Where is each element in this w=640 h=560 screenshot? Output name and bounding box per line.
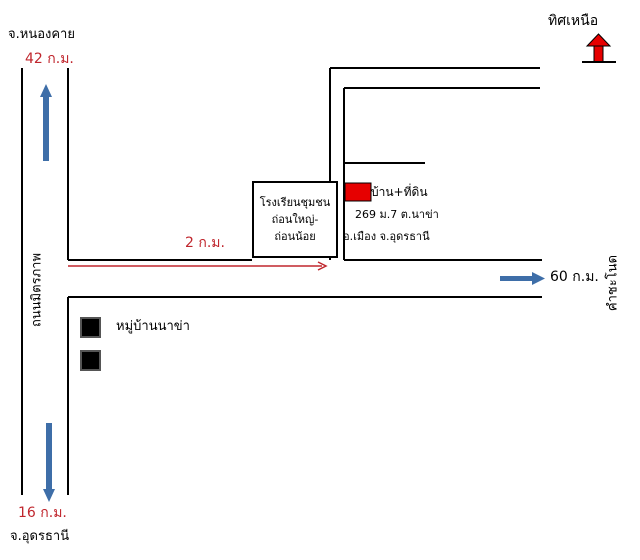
village-marker-2 (80, 350, 101, 371)
house-marker (344, 182, 372, 202)
udon-label: จ.อุดรธานี (10, 529, 70, 544)
arrow-east-shaft (500, 276, 534, 281)
house-address: 269 ม.7 ต.นาข่า (355, 208, 439, 221)
route-distance: 2 ก.ม. (185, 235, 225, 251)
school-box: โรงเรียนชุมชน ถ่อนใหญ่- ถ่อนน้อย (252, 181, 338, 258)
house-title: บ้าน+ที่ดิน (371, 185, 428, 199)
khamchanod-label: คำชะโนด (605, 254, 621, 312)
north-arrow-head (585, 33, 612, 47)
udon-distance: 16 ก.ม. (18, 505, 67, 521)
arrow-south-head (43, 489, 55, 502)
house-district: อ.เมือง จ.อุดรธานี (343, 230, 430, 243)
school-name-line2: ถ่อนใหญ่- (271, 212, 319, 226)
nongkhai-distance: 42 ก.ม. (25, 51, 74, 67)
arrow-south-shaft (46, 423, 52, 489)
north-label: ทิศเหนือ (548, 13, 599, 29)
arrow-north-head (40, 84, 52, 97)
village-label: หมู่บ้านนาข่า (116, 319, 190, 334)
school-name-line3: ถ่อนน้อย (274, 230, 316, 244)
school-name-line1: โรงเรียนชุมชน (259, 195, 331, 209)
north-arrow-shaft (593, 43, 604, 63)
nongkhai-label: จ.หนองคาย (8, 27, 75, 42)
village-marker-1 (80, 317, 101, 338)
arrow-north-shaft (43, 95, 49, 161)
khamchanod-distance: 60 ก.ม. (550, 269, 599, 285)
highway-label: ถนนมิตรภาพ (29, 252, 45, 328)
route-arrow-head (317, 261, 328, 271)
arrow-east-head (532, 272, 545, 285)
